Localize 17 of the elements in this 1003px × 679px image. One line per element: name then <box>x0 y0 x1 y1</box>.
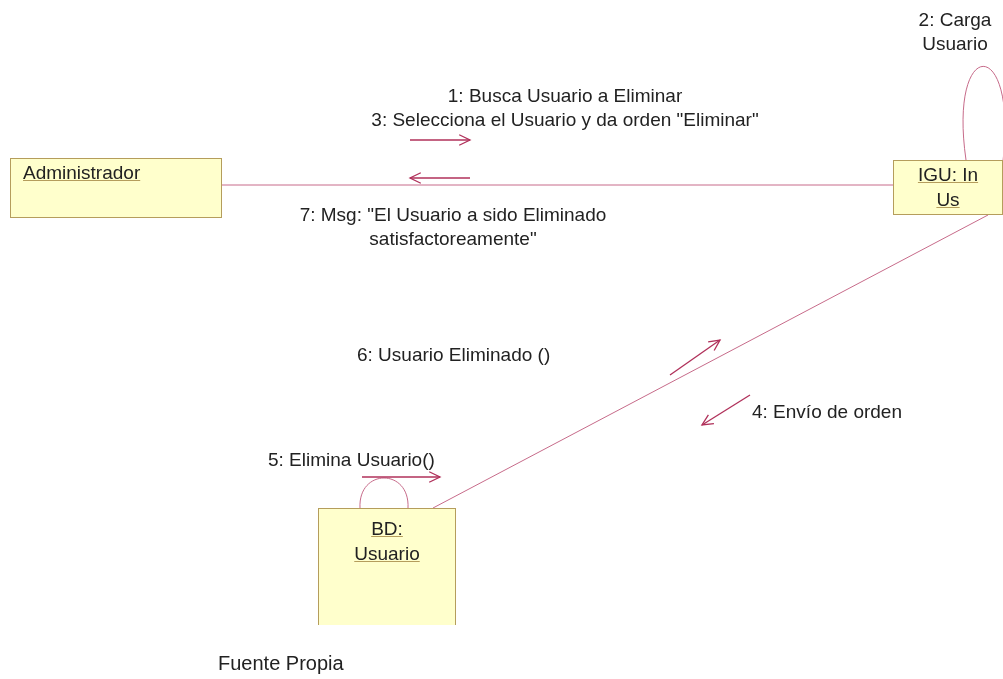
object-box <box>893 160 1003 215</box>
message-label: 6: Usuario Eliminado () <box>357 343 552 367</box>
object-name: Administrador <box>23 161 142 185</box>
object-box <box>318 508 456 625</box>
connector-line <box>432 214 989 509</box>
connector-line <box>359 477 409 509</box>
message-label: 1: Busca Usuario a Eliminar <box>446 84 684 108</box>
message-label: 7: Msg: "El Usuario a sido Eliminado satisfactoreamente" <box>298 203 608 251</box>
object-name: IGU: In Us <box>916 163 980 212</box>
message-label: 2: Carga Usuario <box>917 8 993 56</box>
connector-line <box>221 184 894 186</box>
message-label: 5: Elimina Usuario() <box>268 448 436 472</box>
message-label: 4: Envío de orden <box>752 400 903 424</box>
message-label: 3: Selecciona el Usuario y da orden "Eliminar" <box>370 108 760 132</box>
object-box <box>10 158 222 218</box>
object-name: BD: Usuario <box>353 517 421 566</box>
caption: Fuente Propia <box>218 651 344 676</box>
